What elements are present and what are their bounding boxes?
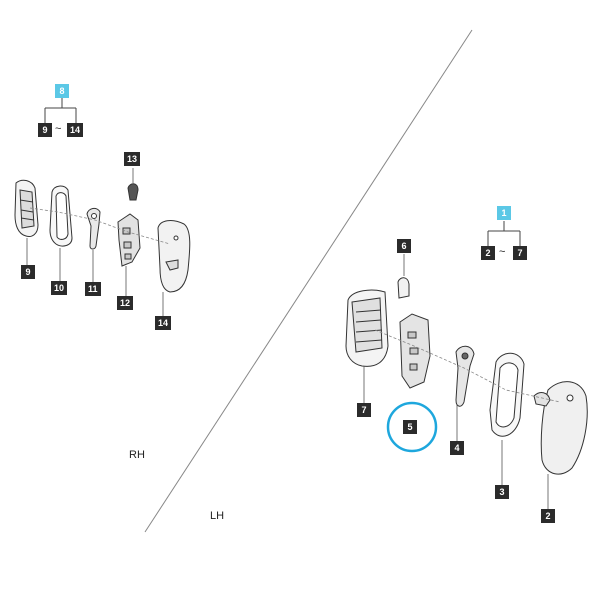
part-3-gasket bbox=[489, 352, 525, 437]
part-10-gasket bbox=[49, 185, 73, 247]
callout-2[interactable]: 2 bbox=[541, 509, 555, 523]
part-14-cover bbox=[157, 220, 191, 293]
callout-3[interactable]: 3 bbox=[495, 485, 509, 499]
side-label-rh: RH bbox=[129, 449, 145, 461]
part-5-mechanism bbox=[399, 313, 431, 389]
separator-line bbox=[144, 29, 473, 533]
callout-8[interactable]: 8 bbox=[55, 84, 69, 98]
callout-14-range[interactable]: 14 bbox=[67, 123, 84, 137]
rh-leader-lines bbox=[26, 168, 164, 316]
callout-11[interactable]: 11 bbox=[85, 282, 101, 296]
part-11-lever bbox=[86, 207, 101, 250]
part-12-mechanism bbox=[117, 213, 141, 267]
part-7-housing bbox=[345, 289, 389, 367]
callout-1[interactable]: 1 bbox=[497, 206, 511, 220]
callout-7[interactable]: 7 bbox=[357, 403, 371, 417]
part-9-housing bbox=[14, 179, 39, 237]
lh-group-bracket bbox=[487, 221, 521, 246]
part-4-lever bbox=[455, 345, 475, 407]
part-2-cover bbox=[533, 381, 588, 475]
highlight-ring bbox=[386, 401, 438, 453]
rh-group-bracket bbox=[44, 98, 77, 123]
range-tilde: ~ bbox=[55, 123, 62, 135]
callout-14[interactable]: 14 bbox=[155, 316, 172, 330]
callout-10[interactable]: 10 bbox=[51, 281, 68, 295]
callout-5[interactable]: 5 bbox=[403, 420, 417, 434]
lh-leader-lines bbox=[363, 254, 549, 509]
side-label-lh: LH bbox=[210, 510, 225, 522]
lh-assembly-axis bbox=[374, 329, 561, 403]
callout-4[interactable]: 4 bbox=[450, 441, 464, 455]
callout-9-range[interactable]: 9 bbox=[38, 123, 52, 137]
range-tilde-lh: ~ bbox=[499, 246, 506, 258]
callout-9[interactable]: 9 bbox=[21, 265, 35, 279]
part-13-clip bbox=[127, 183, 139, 201]
part-6-clip bbox=[397, 277, 410, 299]
callout-7-range[interactable]: 7 bbox=[513, 246, 527, 260]
callout-13[interactable]: 13 bbox=[124, 152, 141, 166]
callout-2-range[interactable]: 2 bbox=[481, 246, 495, 260]
rh-assembly-axis bbox=[29, 207, 171, 245]
callout-12[interactable]: 12 bbox=[117, 296, 134, 310]
callout-6[interactable]: 6 bbox=[397, 239, 411, 253]
